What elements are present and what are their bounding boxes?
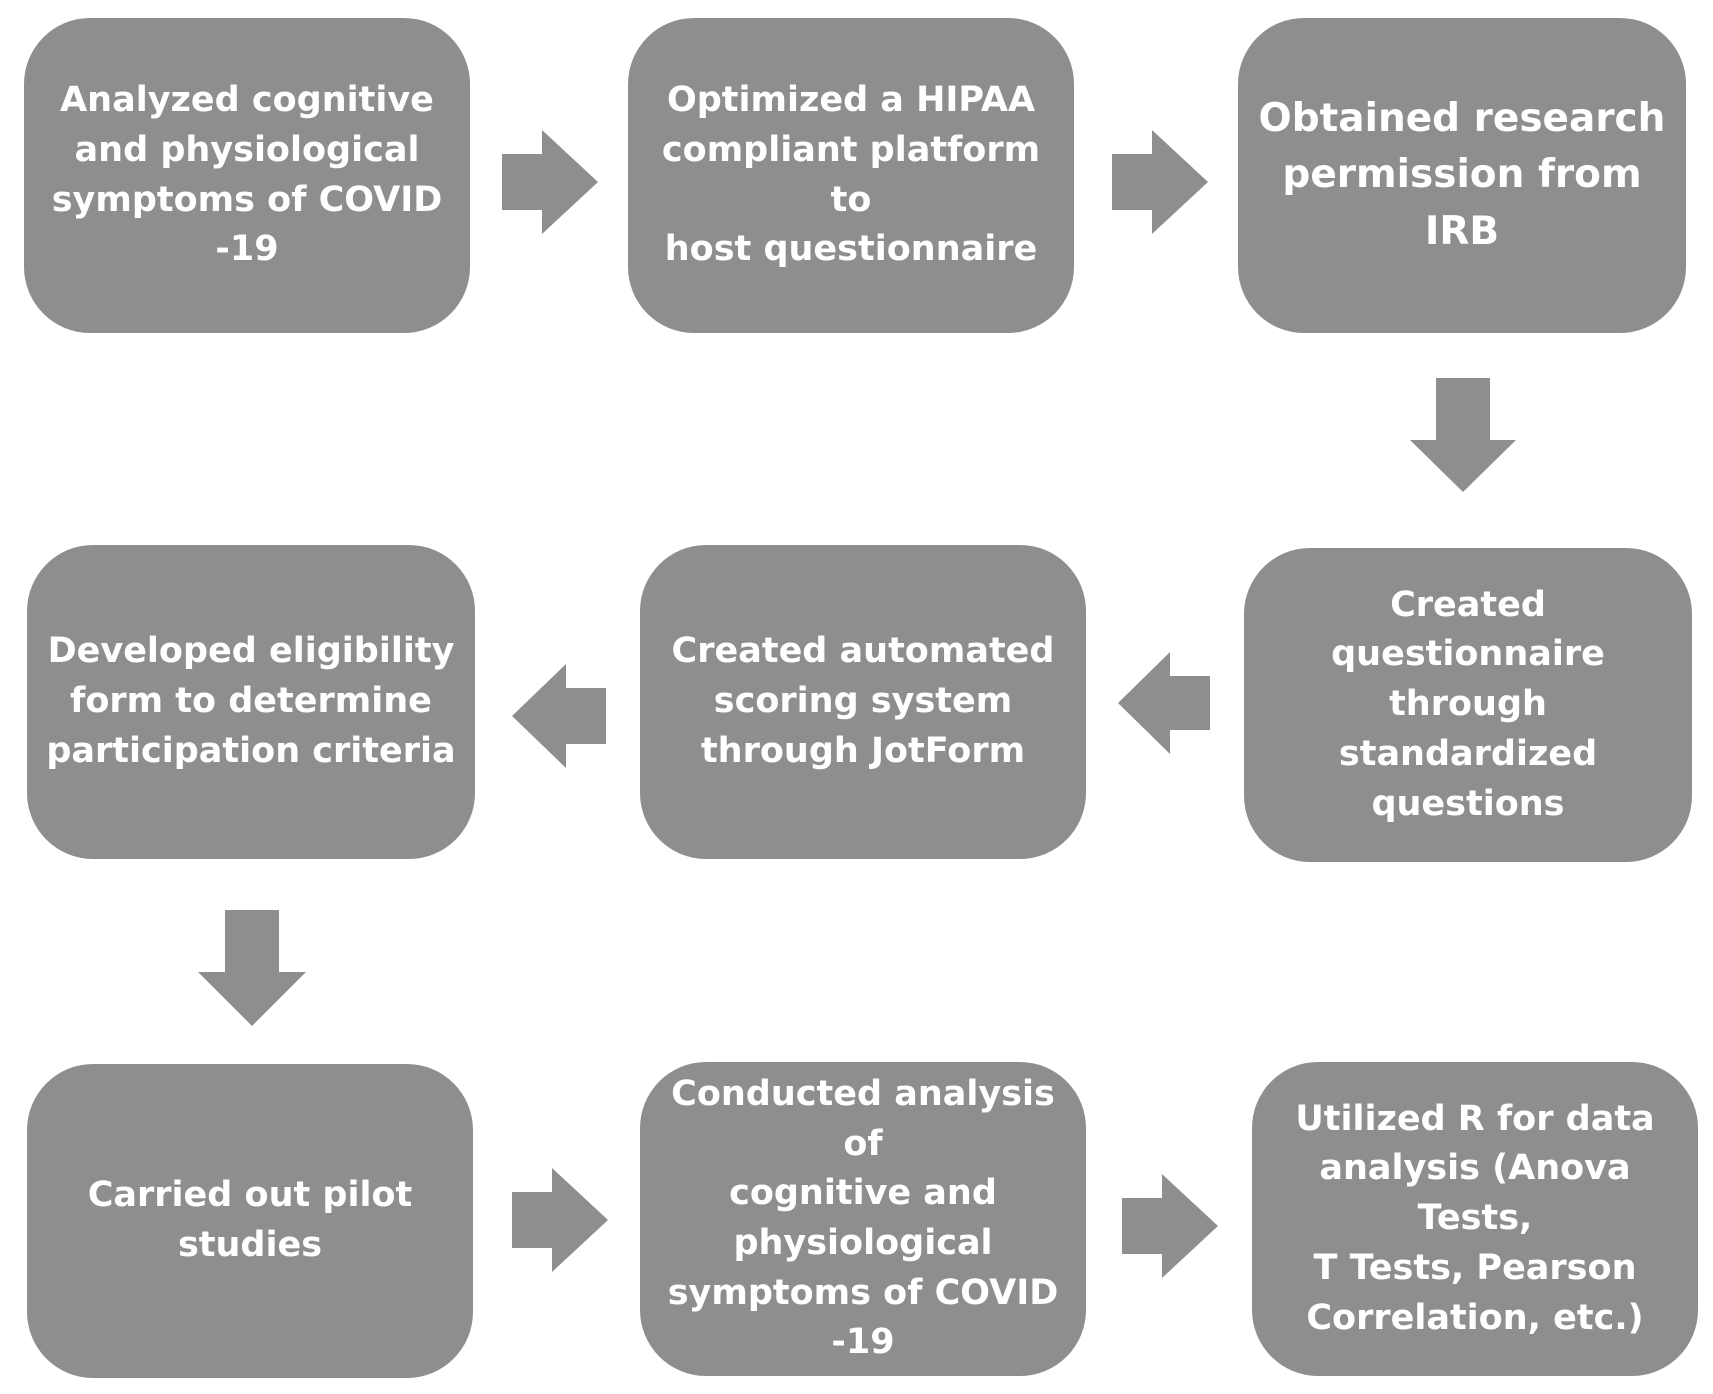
step-9-box: Utilized R for data analysis (Anova Test… [1252,1062,1698,1376]
arrow-left-icon [512,664,606,768]
arrow-left-icon [1118,652,1210,754]
step-6-label: Developed eligibility form to determine … [46,631,456,771]
arrow-right-icon [1122,1174,1218,1278]
step-1-box: Analyzed cognitive and physiological sym… [24,18,470,333]
arrow-down-icon [1410,378,1516,492]
step-4-box: Created questionnaire through standardiz… [1244,548,1692,862]
step-5-box: Created automated scoring system through… [640,545,1086,859]
arrow-right-icon [1112,130,1208,234]
arrow-right-icon [512,1168,608,1272]
step-3-label: Obtained research permission from IRB [1258,95,1666,254]
step-8-box: Conducted analysis of cognitive and phys… [640,1062,1086,1376]
step-7-label: Carried out pilot studies [87,1175,413,1265]
arrow-down-icon [198,910,306,1026]
step-4-label: Created questionnaire through standardiz… [1331,584,1605,824]
step-5-label: Created automated scoring system through… [671,631,1055,771]
step-1-label: Analyzed cognitive and physiological sym… [51,80,443,270]
step-7-box: Carried out pilot studies [27,1064,473,1378]
arrow-right-icon [502,130,598,234]
step-3-box: Obtained research permission from IRB [1238,18,1686,333]
step-9-label: Utilized R for data analysis (Anova Test… [1295,1098,1655,1338]
step-6-box: Developed eligibility form to determine … [27,545,475,859]
step-2-box: Optimized a HIPAA compliant platform to … [628,18,1074,333]
step-8-label: Conducted analysis of cognitive and phys… [667,1073,1059,1363]
step-2-label: Optimized a HIPAA compliant platform to … [661,80,1041,270]
